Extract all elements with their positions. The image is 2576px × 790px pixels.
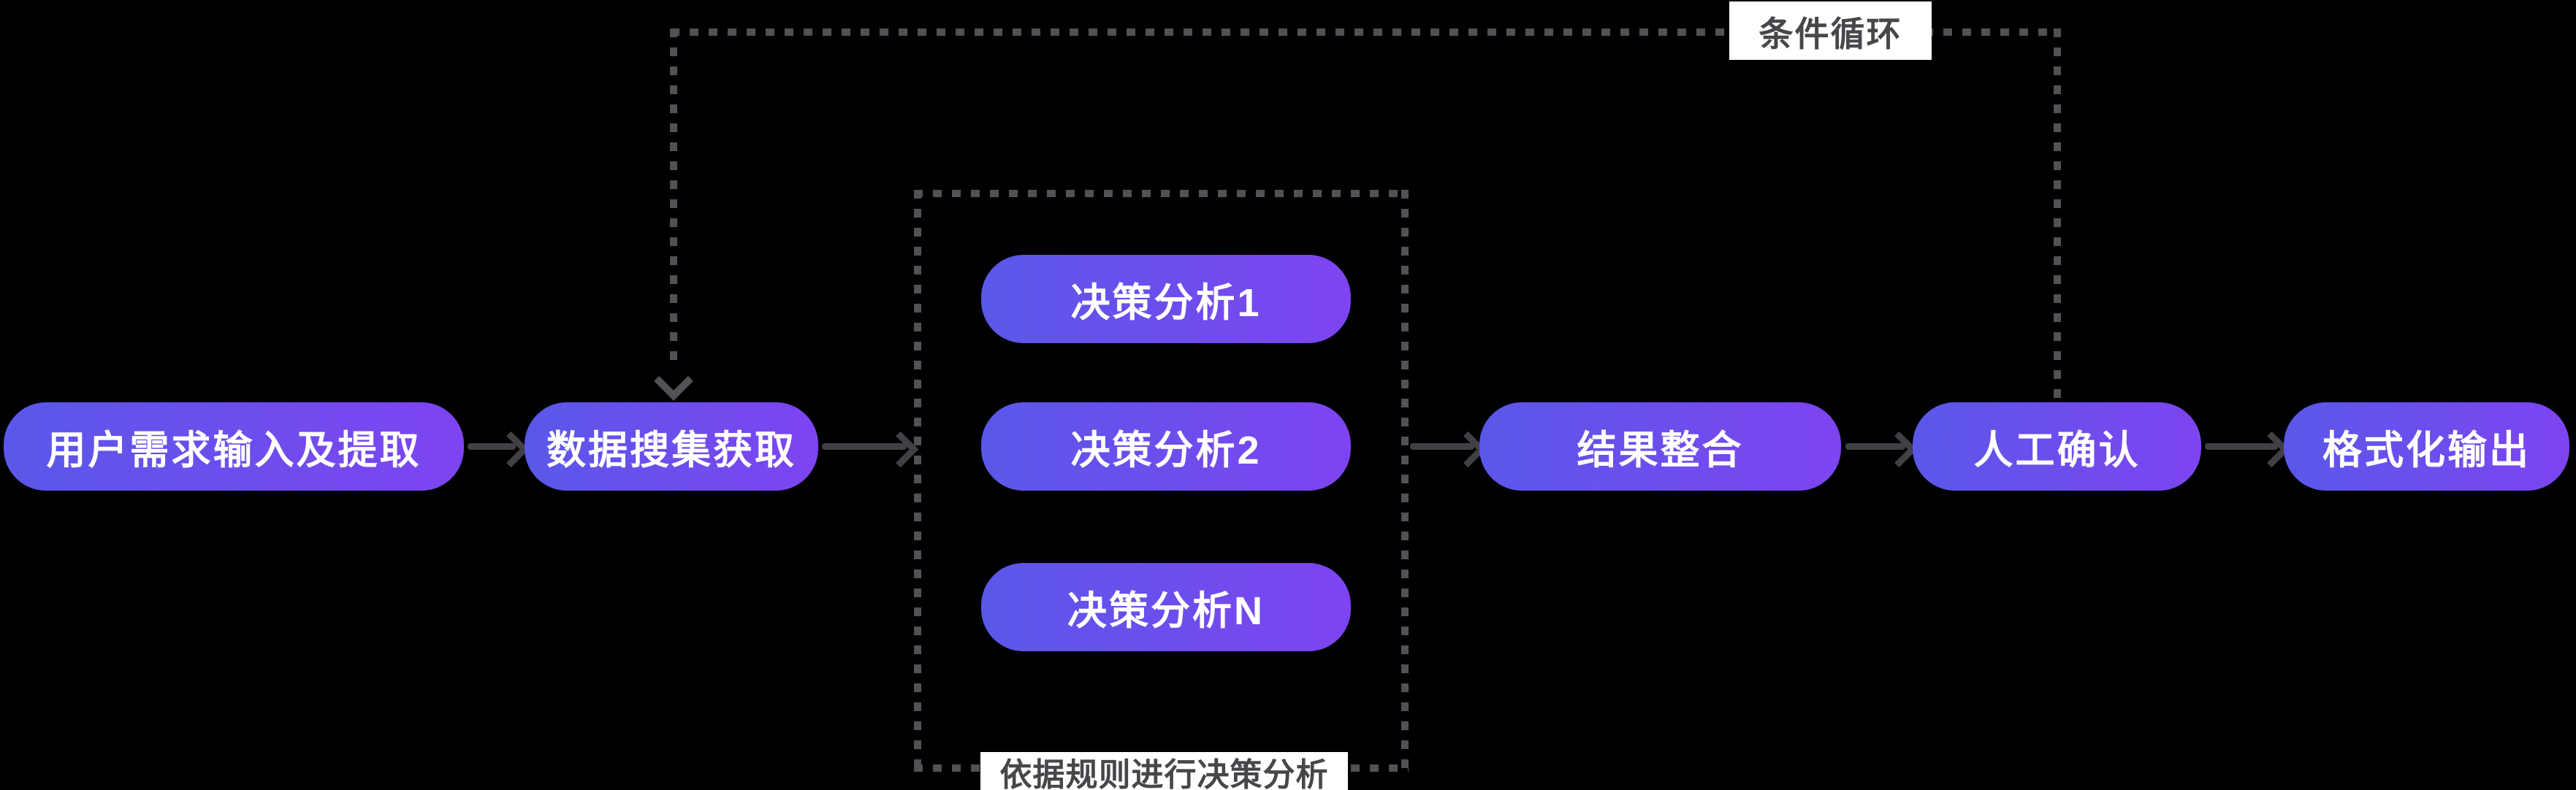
loop-line-right <box>2054 28 2061 403</box>
flow-node-result-merge: 结果整合 <box>1479 402 1841 491</box>
arrowhead-right-icon <box>492 431 530 468</box>
arrow-user-to-data <box>468 443 516 450</box>
flow-node-decision-2: 决策分析2 <box>981 402 1351 491</box>
arrow-data-to-group <box>822 443 907 450</box>
arrow-group-to-merge <box>1410 443 1474 450</box>
arrowhead-right-icon <box>1880 431 1918 468</box>
arrow-merge-to-confirm <box>1845 443 1905 450</box>
loop-arrowhead-down-icon <box>654 361 693 401</box>
arrow-confirm-to-output <box>2205 443 2278 450</box>
decision-group-label: 依据规则进行决策分析 <box>980 752 1348 790</box>
loop-line-top <box>671 28 2061 36</box>
flow-node-decision-1: 决策分析1 <box>981 255 1351 343</box>
flow-node-user-input: 用户需求输入及提取 <box>4 402 464 491</box>
conditional-loop-label: 条件循环 <box>1729 1 1932 60</box>
flow-node-formatted-output: 格式化输出 <box>2284 402 2569 491</box>
arrowhead-right-icon <box>882 431 919 468</box>
flow-node-manual-confirm: 人工确认 <box>1913 402 2201 491</box>
loop-line-left <box>670 28 677 366</box>
flow-node-data-collection: 数据搜集获取 <box>525 402 818 491</box>
flow-node-decision-n: 决策分析N <box>981 563 1351 651</box>
